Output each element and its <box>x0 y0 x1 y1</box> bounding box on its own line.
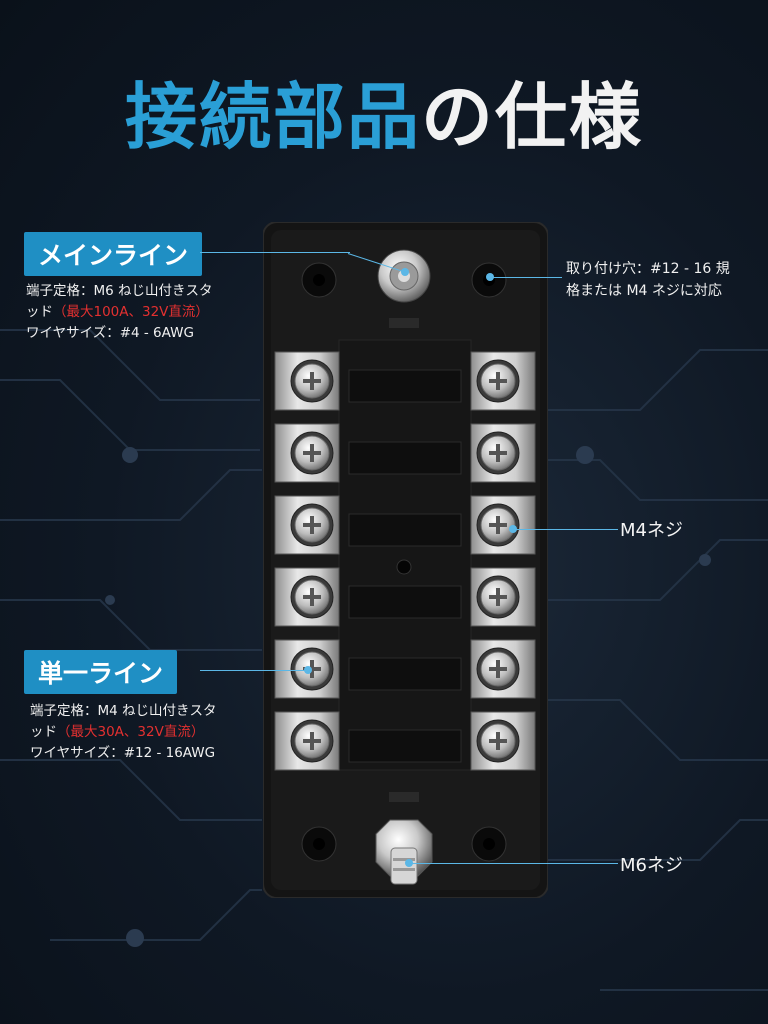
single-line-spec-line3: ワイヤサイズ：#12 - 16AWG <box>30 745 216 761</box>
title-white: の仕様 <box>421 74 644 159</box>
m4-screw-right-1 <box>476 359 520 403</box>
main-line-spec: 端子定格：M6 ねじ山付きスタ ッド（最大100A、32V直流） ワイヤサイズ：… <box>26 281 213 344</box>
m4-screw-right-4 <box>476 575 520 619</box>
m6-screw-leader <box>410 863 618 864</box>
mounting-hole-note-line2: 格または M4 ネジに対応 <box>566 283 722 299</box>
single-line-current-rating: （最大30A、32V直流） <box>57 724 205 740</box>
mounting-hole-note: 取り付け穴：#12 - 16 規 格または M4 ネジに対応 <box>566 258 730 302</box>
m4-screw-left-2 <box>290 431 334 475</box>
single-line-spec-line2-prefix: ッド <box>30 724 57 740</box>
main-line-leader <box>200 252 350 253</box>
main-line-dot <box>401 268 409 276</box>
mounting-hole-dot <box>486 273 494 281</box>
single-line-spec-line1: 端子定格：M4 ねじ山付きスタ <box>30 703 217 719</box>
single-line-spec-line2: ッド（最大30A、32V直流） <box>30 722 217 743</box>
mounting-hole-top-left <box>301 262 337 298</box>
single-line-spec: 端子定格：M4 ねじ山付きスタ ッド（最大30A、32V直流） ワイヤサイズ：#… <box>30 701 217 764</box>
m4-screw-right-2 <box>476 431 520 475</box>
m6-screw-label: M6ネジ <box>620 855 683 876</box>
bus-bar-device <box>263 222 548 898</box>
m4-screw-right-3 <box>476 503 520 547</box>
main-line-spec-line2-prefix: ッド <box>26 304 53 320</box>
main-line-tag: メインライン <box>24 232 203 276</box>
single-line-dot <box>304 666 312 674</box>
main-line-tag-text: メインライン <box>38 241 189 270</box>
title-blue: 接続部品 <box>124 74 421 159</box>
mounting-hole-bottom-left <box>301 826 337 862</box>
m4-screw-left-6 <box>290 719 334 763</box>
single-line-tag: 単一ライン <box>24 650 178 694</box>
m4-screw-leader <box>514 529 618 530</box>
mounting-hole-leader <box>490 277 562 278</box>
m4-screw-dot <box>509 525 517 533</box>
m4-screw-right-5 <box>476 647 520 691</box>
page-title: 接続部品の仕様 <box>0 58 768 163</box>
m4-screw-label: M4ネジ <box>620 520 683 541</box>
single-line-tag-text: 単一ライン <box>38 659 164 688</box>
m6-stud-bottom <box>375 819 433 885</box>
mounting-hole-bottom-right <box>471 826 507 862</box>
m4-screw-left-3 <box>290 503 334 547</box>
main-line-spec-line2: ッド（最大100A、32V直流） <box>26 302 213 323</box>
m6-screw-dot <box>405 859 413 867</box>
main-line-spec-line3: ワイヤサイズ：#4 - 6AWG <box>26 325 194 341</box>
m4-screw-left-5 <box>290 647 334 691</box>
m4-screw-right-6 <box>476 719 520 763</box>
m4-screw-left-4 <box>290 575 334 619</box>
single-line-leader <box>200 670 308 671</box>
main-line-spec-line1: 端子定格：M6 ねじ山付きスタ <box>26 283 213 299</box>
m6-stud-top <box>377 249 431 303</box>
mounting-hole-note-line1: 取り付け穴：#12 - 16 規 <box>566 261 730 277</box>
main-line-current-rating: （最大100A、32V直流） <box>53 304 209 320</box>
m4-screw-left-1 <box>290 359 334 403</box>
